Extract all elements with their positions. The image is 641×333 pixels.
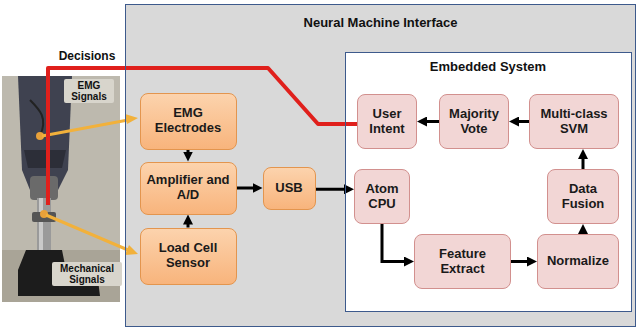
process-box: USB xyxy=(263,167,316,210)
process-box: EMG Electrodes xyxy=(140,93,237,150)
box-label: USB xyxy=(275,181,302,196)
group-title: Neural Machine Interface xyxy=(126,15,635,30)
signal-label: Mechanical Signals xyxy=(52,262,122,286)
process-box: Multi-class SVM xyxy=(529,94,619,149)
process-box: Atom CPU xyxy=(354,169,410,224)
panel-ground xyxy=(345,52,632,312)
box-label: Data Fusion xyxy=(552,182,614,212)
flow-arrow xyxy=(187,221,190,228)
process-box: User Intent xyxy=(357,94,417,149)
process-box: Normalize xyxy=(537,234,619,289)
box-label: EMG Electrodes xyxy=(145,106,232,136)
box-label: Feature Extract xyxy=(419,247,506,277)
signal-wire xyxy=(42,120,128,136)
box-label: Atom CPU xyxy=(359,182,405,212)
signal-arrowhead xyxy=(125,114,138,124)
line-label: Decisions xyxy=(52,50,122,63)
flow-arrow xyxy=(515,120,529,123)
group-title: Embedded System xyxy=(346,59,631,74)
process-box: Data Fusion xyxy=(547,169,619,224)
flow-arrow xyxy=(237,187,257,190)
flow-arrow xyxy=(316,188,349,191)
flow-arrow xyxy=(382,224,408,262)
box-label: Amplifier and A/D xyxy=(145,173,232,203)
flow-arrow xyxy=(511,260,531,263)
group-box: Neural Machine InterfaceEMG ElectrodesAm… xyxy=(125,4,636,327)
process-box: Feature Extract xyxy=(414,234,511,289)
process-box: Amplifier and A/D xyxy=(140,162,237,215)
flow-arrow xyxy=(187,150,190,156)
signal-wire xyxy=(46,215,128,250)
signal-label: EMG Signals xyxy=(64,79,114,103)
box-label: User Intent xyxy=(362,107,412,137)
process-box: Load Cell Sensor xyxy=(140,228,237,285)
signal-arrowhead xyxy=(125,245,138,255)
box-label: Load Cell Sensor xyxy=(145,241,232,271)
box-label: Normalize xyxy=(547,254,609,269)
box-label: Majority Vote xyxy=(444,107,504,137)
flow-arrow xyxy=(423,120,439,123)
box-label: Multi-class SVM xyxy=(534,107,614,137)
flow-arrow xyxy=(582,155,585,169)
group-box: Embedded SystemUser Intent Majority Vote M… xyxy=(345,52,632,312)
process-box: Majority Vote xyxy=(439,94,509,149)
panel-ground xyxy=(125,4,636,327)
